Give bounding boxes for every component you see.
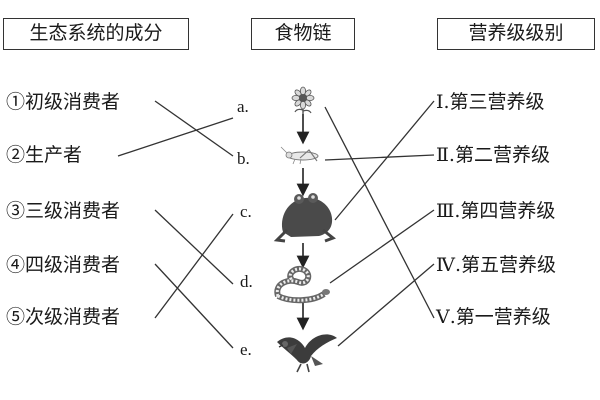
trophic-level-I: Ⅰ.第三营养级	[436, 91, 545, 113]
header-trophic-levels: 营养级级别	[437, 18, 595, 50]
component-primary-consumer: ①初级消费者	[6, 91, 121, 113]
frog-icon	[273, 193, 336, 243]
organism-letter-b: b.	[237, 149, 250, 168]
link-organism-4-to-level-3	[337, 263, 435, 347]
organism-letter-a: a.	[237, 97, 249, 116]
sunflower-icon	[291, 86, 315, 114]
link-component-4-to-organism-2	[154, 213, 234, 319]
snake-icon	[274, 266, 330, 304]
header-components: 生态系统的成分	[3, 18, 189, 50]
eagle-icon	[277, 334, 337, 373]
header-food-chain: 食物链	[251, 18, 355, 50]
link-organism-2-to-level-0	[334, 100, 435, 221]
trophic-level-V: Ⅴ.第一营养级	[436, 306, 551, 328]
component-tertiary-consumer: ③三级消费者	[6, 200, 121, 222]
trophic-level-IV: Ⅳ.第五营养级	[436, 254, 557, 276]
link-component-0-to-organism-1	[154, 100, 234, 157]
grasshopper-icon	[280, 146, 319, 165]
link-component-2-to-organism-3	[154, 209, 234, 285]
trophic-level-II: Ⅱ.第二营养级	[436, 144, 550, 166]
trophic-level-III: Ⅲ.第四营养级	[436, 200, 556, 222]
link-organism-0-to-level-4	[324, 106, 435, 319]
component-producer: ②生产者	[6, 144, 83, 166]
organism-letter-e: e.	[240, 340, 252, 359]
link-component-3-to-organism-4	[154, 263, 234, 349]
organism-letter-d: d.	[240, 272, 253, 291]
organism-letter-c: c.	[240, 202, 252, 221]
link-organism-1-to-level-1	[324, 154, 435, 161]
connector-lines	[117, 100, 435, 349]
component-secondary-consumer: ⑤次级消费者	[6, 306, 121, 328]
component-quaternary-consumer: ④四级消费者	[6, 254, 121, 276]
link-organism-3-to-level-2	[329, 209, 435, 284]
link-component-1-to-organism-0	[117, 117, 234, 157]
